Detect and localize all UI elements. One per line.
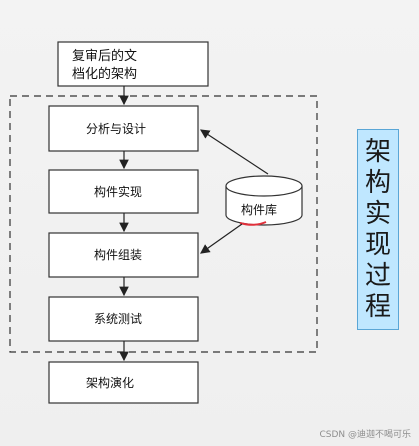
component-repository-label: 构件库 [241, 202, 277, 217]
step-system-testing-label: 系统测试 [94, 311, 142, 326]
architecture-evolution-label: 架构演化 [86, 375, 134, 390]
side-label-char-5: 过 [364, 260, 391, 291]
step-component-implementation-label: 构件实现 [94, 184, 142, 199]
architecture-evolution-box: 架构演化 [48, 361, 199, 404]
step-analysis-design: 分析与设计 [48, 105, 199, 152]
archived-architecture-box: 复审后的文 档化的架构 [57, 41, 209, 87]
side-label-char-6: 程 [364, 291, 391, 322]
step-system-testing: 系统测试 [48, 296, 199, 342]
repository-red-underline [239, 221, 267, 226]
dashed-boundary [9, 95, 318, 353]
step-component-assembly-label: 构件组装 [94, 247, 142, 262]
step-component-assembly: 构件组装 [48, 232, 199, 278]
component-repository-cylinder: 构件库 [225, 175, 303, 226]
side-label-char-1: 架 [364, 136, 391, 167]
step-analysis-design-label: 分析与设计 [86, 122, 146, 136]
archived-architecture-line-2: 档化的架构 [72, 66, 137, 82]
side-label-char-3: 实 [364, 198, 391, 229]
arrow-repository-to-analysis [199, 129, 269, 175]
side-label-char-2: 构 [364, 167, 391, 198]
watermark-text: CSDN @迪迦不喝可乐 [319, 430, 411, 440]
side-label-char-4: 现 [364, 229, 391, 260]
step-component-implementation: 构件实现 [48, 169, 199, 214]
process-side-label: 架 构 实 现 过 程 [357, 129, 399, 330]
arrow-repository-to-assembly [200, 223, 243, 254]
archived-architecture-line-1: 复审后的文 [72, 48, 137, 64]
